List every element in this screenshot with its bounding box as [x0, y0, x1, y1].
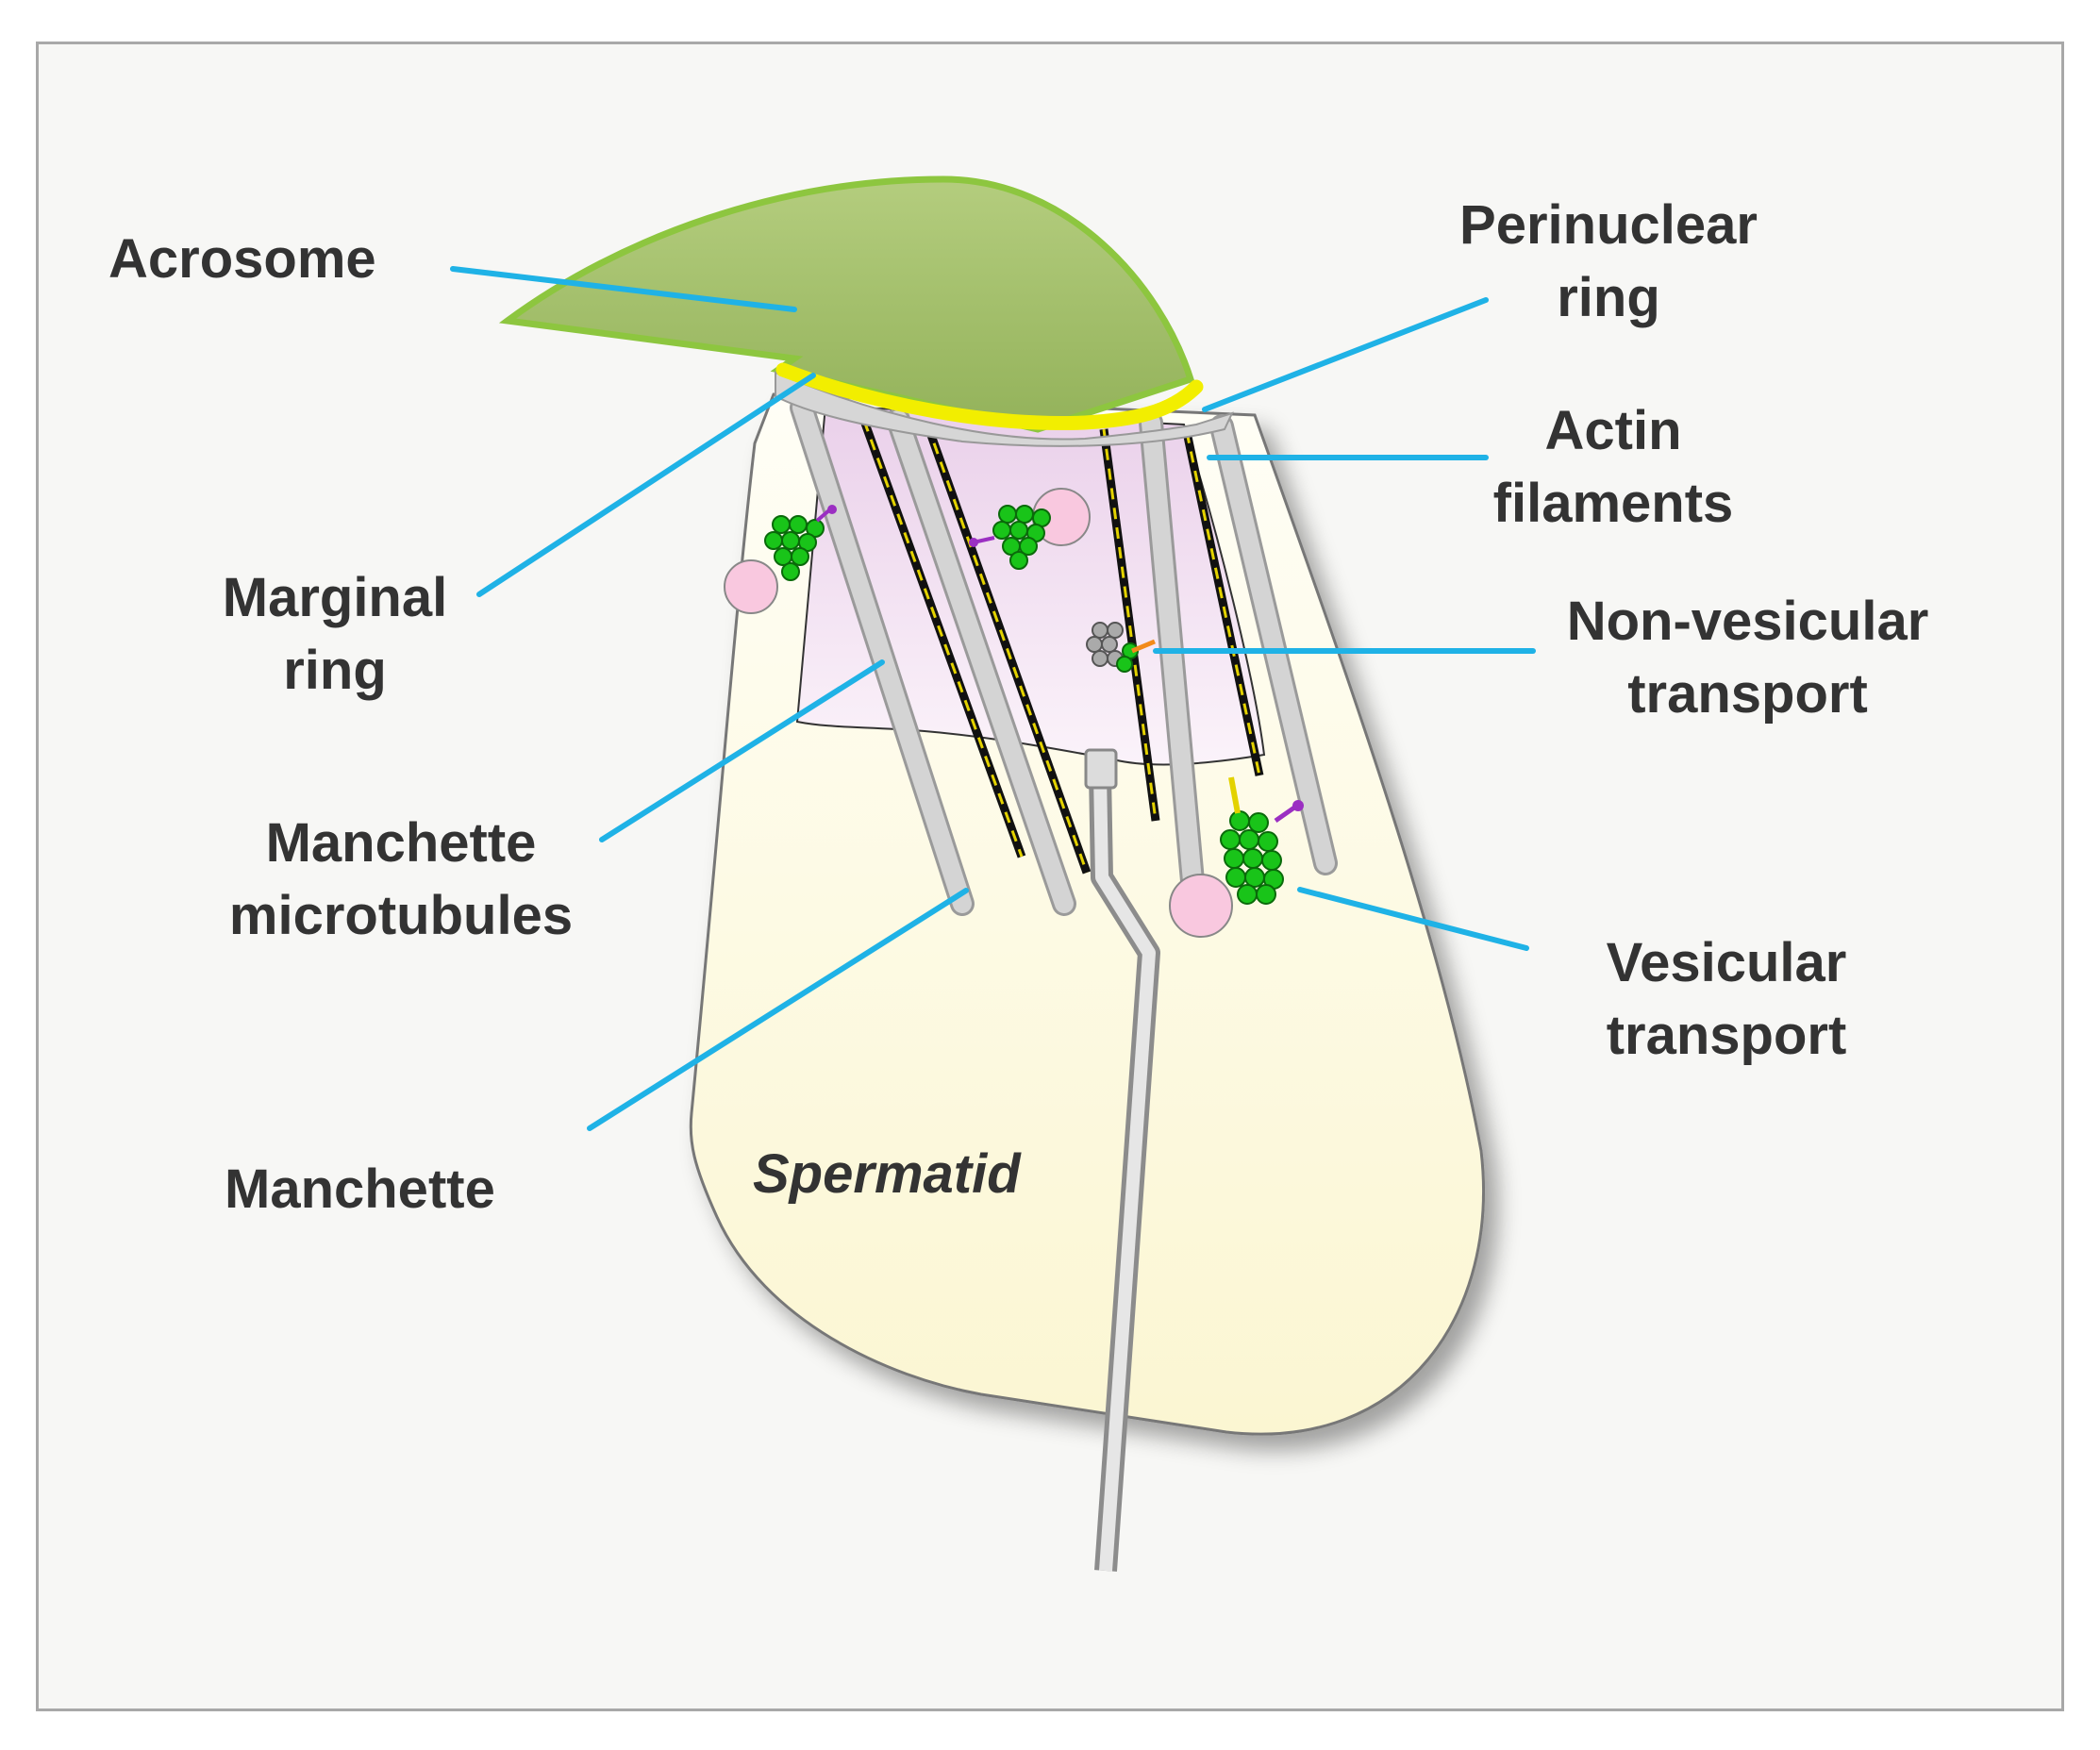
vesicular-transport-complex-left	[724, 505, 837, 614]
label-non-vesicular-transport: Non-vesicular transport	[1528, 585, 1967, 730]
manchette-microtubules	[790, 395, 1338, 916]
label-spermatid: Spermatid	[753, 1138, 1021, 1210]
label-vesicular-transport: Vesicular transport	[1566, 926, 1887, 1072]
label-actin-filaments: Actin filaments	[1467, 394, 1759, 540]
leader-acrosome	[450, 266, 797, 312]
label-perinuclear-ring: Perinuclear ring	[1434, 189, 1783, 334]
label-marginal-ring: Marginal ring	[193, 561, 476, 707]
vesicular-transport-complex-top	[969, 488, 1091, 570]
label-manchette-text: Manchette	[225, 1158, 495, 1220]
label-microtubules-line2: microtubules	[228, 885, 574, 946]
non-vesicular-transport-complex	[1086, 622, 1156, 673]
label-acrosome-text: Acrosome	[108, 228, 376, 290]
label-marginal-line2: ring	[283, 640, 387, 701]
label-acrosome: Acrosome	[108, 223, 376, 295]
label-actin-line2: filaments	[1492, 473, 1734, 534]
marginal-ring	[775, 362, 1204, 430]
label-marginal-line1: Marginal	[222, 567, 448, 628]
leader-manchette-microtubules	[599, 659, 885, 842]
label-spermatid-text: Spermatid	[753, 1143, 1021, 1205]
label-non-vesicular-line2: transport	[1627, 663, 1868, 725]
label-vesicular-line1: Vesicular	[1606, 932, 1847, 993]
label-perinuclear-line1: Perinuclear	[1459, 194, 1758, 256]
leader-lines	[450, 266, 1536, 1131]
perinuclear-ring	[775, 371, 1234, 447]
label-vesicular-line2: transport	[1606, 1005, 1847, 1066]
leader-manchette	[587, 888, 969, 1131]
label-actin-line1: Actin	[1544, 400, 1682, 461]
label-manchette-microtubules: Manchette microtubules	[193, 807, 608, 952]
label-manchette: Manchette	[225, 1153, 495, 1225]
leader-vesicular-transport	[1297, 887, 1529, 951]
actin-filaments	[859, 419, 1264, 875]
vesicular-transport-complex-right	[1169, 776, 1304, 938]
label-perinuclear-line2: ring	[1557, 267, 1660, 328]
label-microtubules-line1: Manchette	[265, 812, 537, 874]
leader-perinuclear-ring	[1202, 297, 1489, 412]
flagellum	[1084, 748, 1160, 1572]
label-non-vesicular-line1: Non-vesicular	[1566, 591, 1929, 652]
leader-marginal-ring	[476, 373, 816, 597]
acrosome	[498, 175, 1195, 433]
